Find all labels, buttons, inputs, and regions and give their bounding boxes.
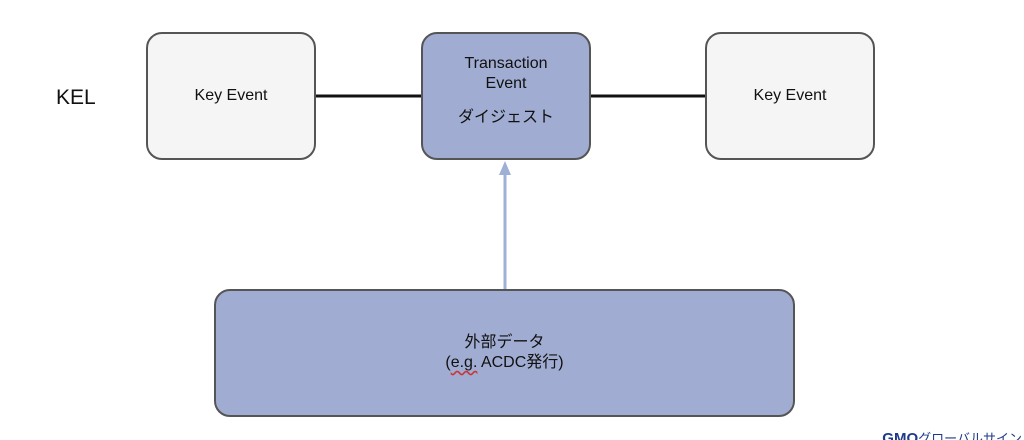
external-data-paren: ( (445, 354, 451, 371)
key-event-right-label: Key Event (753, 87, 827, 104)
arrowhead-icon (499, 161, 511, 175)
brand-logo: GMOグローバルサイン (882, 428, 1022, 440)
key-event-left-node: Key Event (146, 32, 316, 160)
external-data-example: (e.g. ACDC発行) (445, 353, 563, 373)
external-data-rest: ACDC発行) (477, 354, 564, 371)
external-data-eg: e.g. (450, 354, 478, 371)
external-data-node: 外部データ (e.g. ACDC発行) (214, 289, 795, 417)
logo-mark: GMO (882, 430, 919, 440)
key-event-left-label: Key Event (194, 87, 268, 104)
transaction-event-digest: ダイジェスト (457, 109, 554, 126)
transaction-event-node: Transaction Event ダイジェスト (421, 32, 591, 160)
kel-label: KEL (56, 86, 96, 109)
transaction-event-title: Transaction Event (464, 55, 548, 92)
logo-text: グローバルサイン (918, 431, 1022, 440)
external-data-title: 外部データ (464, 334, 545, 351)
key-event-right-node: Key Event (705, 32, 875, 160)
